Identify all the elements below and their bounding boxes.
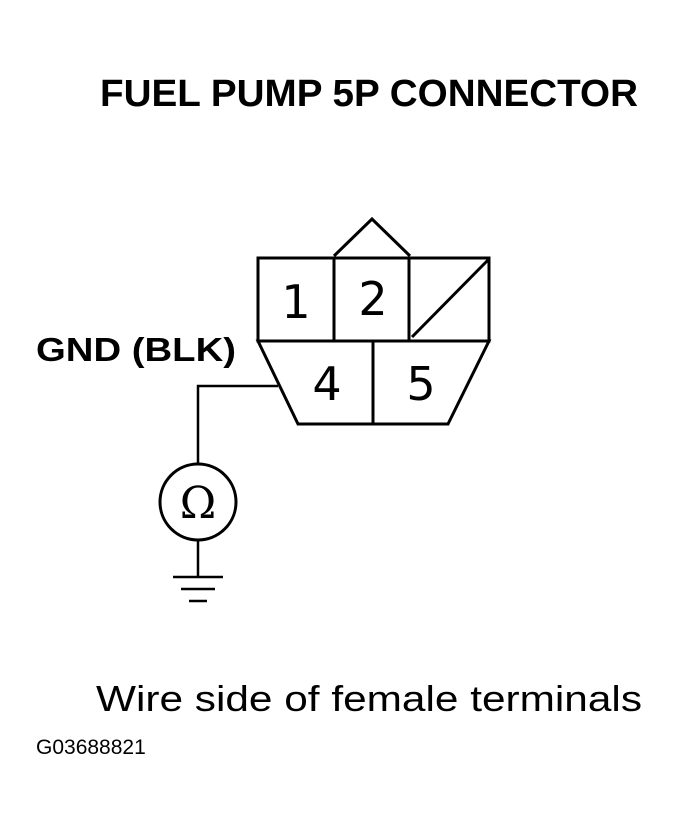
connector-lock-tab: [332, 216, 412, 258]
empty-cavity-slash: [410, 258, 490, 339]
figure-code: G03688821: [36, 736, 146, 759]
ohm-symbol: Ω: [180, 478, 216, 529]
pin-4-label: 4: [312, 357, 341, 411]
probe-wire: [196, 384, 278, 464]
pin-2-label: 2: [358, 272, 387, 326]
pin-1-label: 1: [281, 275, 310, 329]
connector-5p: [255, 216, 492, 426]
pin-5-label: 5: [406, 357, 435, 411]
connector-bottom-row: [255, 339, 492, 426]
ground-icon: [173, 575, 223, 603]
gnd-wire-label: GND (BLK): [36, 331, 236, 368]
diagram-title: FUEL PUMP 5P CONNECTOR: [100, 73, 638, 115]
diagram-caption: Wire side of female terminals: [96, 678, 642, 719]
ohmmeter-icon: Ω: [158, 462, 238, 542]
